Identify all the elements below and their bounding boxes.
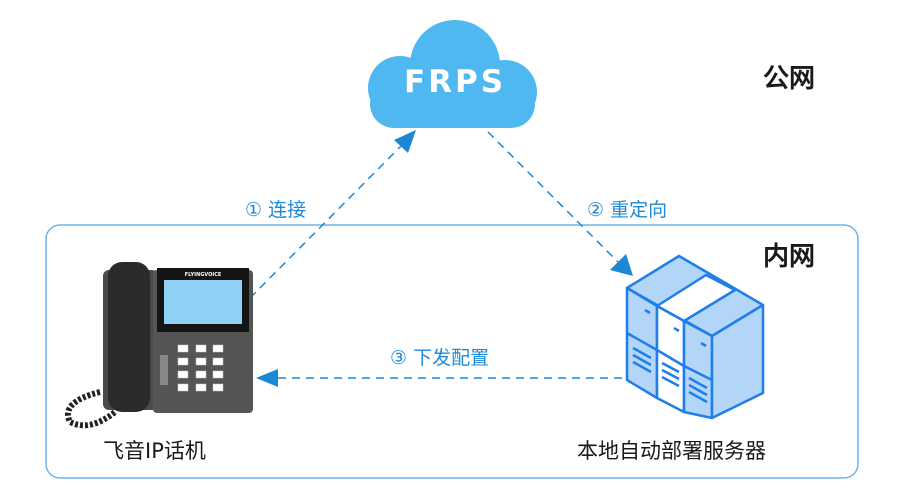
phone-brand-label: FLYINGVOICE <box>185 272 222 278</box>
step-config-label: ③ 下发配置 <box>390 347 490 369</box>
step-redirect-label: ② 重定向 <box>587 199 668 221</box>
step-connect-label: ① 连接 <box>245 199 307 221</box>
arrowhead-icon <box>610 254 633 276</box>
server-icon <box>625 254 765 420</box>
arrow-redirect <box>487 131 619 263</box>
internal-network-frame <box>45 224 859 479</box>
cloud-icon <box>368 20 537 128</box>
ip-phone-image <box>65 262 253 429</box>
arrow-connect <box>249 141 406 299</box>
zone-internal-label: 内网 <box>763 242 816 272</box>
zone-public-label: 公网 <box>763 64 816 94</box>
arrowhead-icon <box>394 130 416 153</box>
server-label: 本地自动部署服务器 <box>577 439 766 463</box>
cloud-label: FRPS <box>404 64 507 100</box>
arrowhead-icon <box>256 369 278 387</box>
phone-label: 飞音IP话机 <box>103 439 206 463</box>
